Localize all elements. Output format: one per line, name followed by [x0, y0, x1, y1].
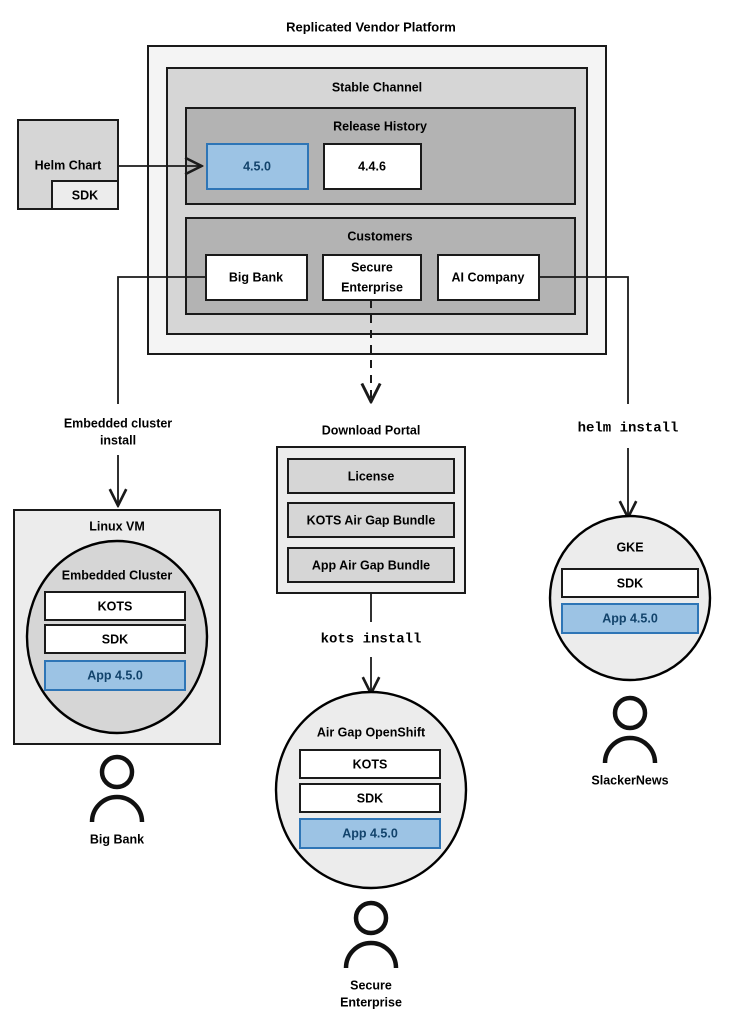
actor-slackernews-body-icon [602, 735, 658, 764]
actor-secure-enterprise-label-line2: Enterprise [340, 995, 402, 1009]
helm-chart-label: Helm Chart [35, 158, 103, 172]
linux-vm-component-app-label: App 4.5.0 [87, 668, 143, 682]
customer-ai-company-box[interactable] [437, 254, 540, 301]
air-gap-openshift-group: Air Gap OpenShift KOTS SDK App 4.5.0 [274, 690, 468, 890]
gke-component-sdk-box[interactable] [561, 568, 699, 598]
openshift-component-app-box[interactable] [299, 818, 441, 849]
customer-secure-enterprise-box[interactable] [322, 254, 422, 301]
portal-artifact-kots-bundle-label: KOTS Air Gap Bundle [307, 513, 436, 527]
download-portal-label: Download Portal [322, 423, 421, 437]
actor-secure-enterprise-head-icon [353, 900, 389, 936]
openshift-component-sdk-label: SDK [357, 791, 383, 805]
portal-artifact-license-box[interactable] [287, 458, 455, 494]
actor-slackernews-label: SlackerNews [591, 773, 668, 787]
gke-component-app-label: App 4.5.0 [602, 611, 658, 625]
customer-secure-enterprise-label-line1: Secure [351, 260, 393, 274]
actor-secure-enterprise-body-icon [343, 940, 399, 969]
linux-vm-component-app-box[interactable] [44, 660, 186, 691]
connector-bigbank-label-line1: Embedded cluster [64, 416, 172, 430]
download-portal-group: License KOTS Air Gap Bundle App Air Gap … [276, 446, 466, 594]
stable-channel-label: Stable Channel [332, 80, 422, 94]
linux-vm-component-kots-box[interactable] [44, 591, 186, 621]
actor-big-bank-head-icon [99, 754, 135, 790]
customers-label: Customers [347, 229, 412, 243]
actor-secure-enterprise: Secure Enterprise [340, 900, 402, 1009]
gke-label: GKE [616, 540, 643, 554]
customer-big-bank-label: Big Bank [229, 270, 283, 284]
release-history-group: Release History 4.5.0 4.4.6 [185, 107, 576, 205]
portal-artifact-app-bundle-box[interactable] [287, 547, 455, 583]
actor-big-bank: Big Bank [89, 754, 145, 846]
gke-component-app-box[interactable] [561, 603, 699, 634]
portal-artifact-app-bundle-label: App Air Gap Bundle [312, 558, 430, 572]
linux-vm-group: Linux VM Embedded Cluster KOTS SDK App 4… [13, 509, 221, 745]
customer-big-bank-box[interactable] [205, 254, 308, 301]
connector-bigbank-label-line2: install [100, 433, 136, 447]
openshift-component-app-label: App 4.5.0 [342, 826, 398, 840]
gke-group: GKE SDK App 4.5.0 [548, 514, 712, 682]
release-446-label: 4.4.6 [358, 159, 386, 173]
connector-aicompany-down [539, 276, 629, 404]
release-450-label: 4.5.0 [243, 159, 271, 173]
openshift-component-kots-box[interactable] [299, 749, 441, 779]
customers-group: Customers Big Bank Secure Enterprise AI … [185, 217, 576, 315]
connector-bigbank-down [117, 276, 206, 404]
customer-ai-company-label: AI Company [452, 270, 525, 284]
actor-slackernews-head-icon [612, 695, 648, 731]
release-history-label: Release History [333, 119, 427, 133]
release-450-box[interactable] [206, 143, 309, 190]
page-title: Replicated Vendor Platform [286, 19, 456, 34]
release-446-box[interactable] [323, 143, 422, 190]
gke-component-sdk-label: SDK [617, 576, 643, 590]
actor-big-bank-body-icon [89, 794, 145, 823]
openshift-component-kots-label: KOTS [353, 757, 388, 771]
embedded-cluster-label: Embedded Cluster [62, 568, 173, 582]
helm-chart-sdk-label: SDK [72, 188, 98, 202]
air-gap-openshift-label: Air Gap OpenShift [317, 725, 426, 739]
connector-kots-install-label: kots install [321, 632, 422, 648]
connector-helm-install-label: helm install [578, 421, 679, 437]
linux-vm-component-sdk-label: SDK [102, 632, 128, 646]
linux-vm-component-sdk-box[interactable] [44, 624, 186, 654]
portal-artifact-license-label: License [348, 469, 395, 483]
customer-secure-enterprise-label-line2: Enterprise [341, 280, 403, 294]
helm-chart-group: Helm Chart SDK [17, 119, 119, 210]
linux-vm-component-kots-label: KOTS [98, 599, 133, 613]
linux-vm-label: Linux VM [89, 519, 145, 533]
helm-chart-sdk-box[interactable] [51, 180, 119, 210]
openshift-component-sdk-box[interactable] [299, 783, 441, 813]
actor-slackernews: SlackerNews [591, 695, 669, 787]
portal-artifact-kots-bundle-box[interactable] [287, 502, 455, 538]
actor-secure-enterprise-label-line1: Secure [350, 978, 392, 992]
actor-big-bank-label: Big Bank [90, 832, 144, 846]
